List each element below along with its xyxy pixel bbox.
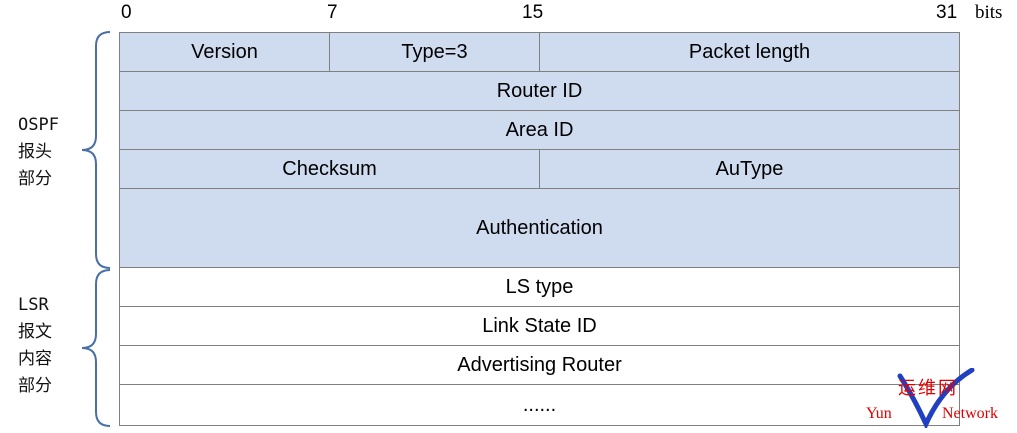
watermark-en-right: Network: [942, 405, 998, 422]
field-version: Version: [119, 32, 330, 72]
field-autype: AuType: [539, 149, 960, 189]
group-braces: [81, 31, 111, 427]
bit-label-31: 31: [936, 2, 958, 23]
field-packet-length: Packet length: [539, 32, 960, 72]
lsr-body-brace: [81, 269, 111, 427]
field-type: Type=3: [329, 32, 540, 72]
lsr-label-line-3: 内容: [18, 349, 52, 369]
ospf-label-line-3: 部分: [18, 169, 52, 189]
watermark-logo: [897, 368, 975, 428]
bit-label-15: 15: [522, 2, 544, 23]
field-checksum: Checksum: [119, 149, 540, 189]
field-advertising-router: Advertising Router: [119, 345, 960, 385]
field-ls-type: LS type: [119, 267, 960, 307]
field-authentication: Authentication: [119, 188, 960, 268]
ospf-header-label: OSPF 报头 部分: [18, 112, 59, 193]
lsr-packet-format: Version Type=3 Packet length Router ID A…: [119, 32, 960, 426]
lsr-label-line-2: 报文: [18, 322, 52, 342]
lsr-body-label: LSR 报文 内容 部分: [18, 292, 52, 400]
lsr-label-line-1: LSR: [18, 295, 49, 315]
ospf-header-brace: [81, 31, 111, 269]
field-more: ......: [119, 384, 960, 426]
bits-unit-label: bits: [975, 2, 1003, 23]
field-router-id: Router ID: [119, 71, 960, 111]
watermark-cn: 运维网: [898, 378, 958, 399]
lsr-label-line-4: 部分: [18, 376, 52, 396]
watermark-en-left: Yun: [866, 405, 892, 422]
ospf-label-line-1: OSPF: [18, 115, 59, 135]
field-area-id: Area ID: [119, 110, 960, 150]
bit-label-0: 0: [121, 2, 132, 23]
ospf-label-line-2: 报头: [18, 142, 52, 162]
field-link-state-id: Link State ID: [119, 306, 960, 346]
bit-label-7: 7: [327, 2, 338, 23]
